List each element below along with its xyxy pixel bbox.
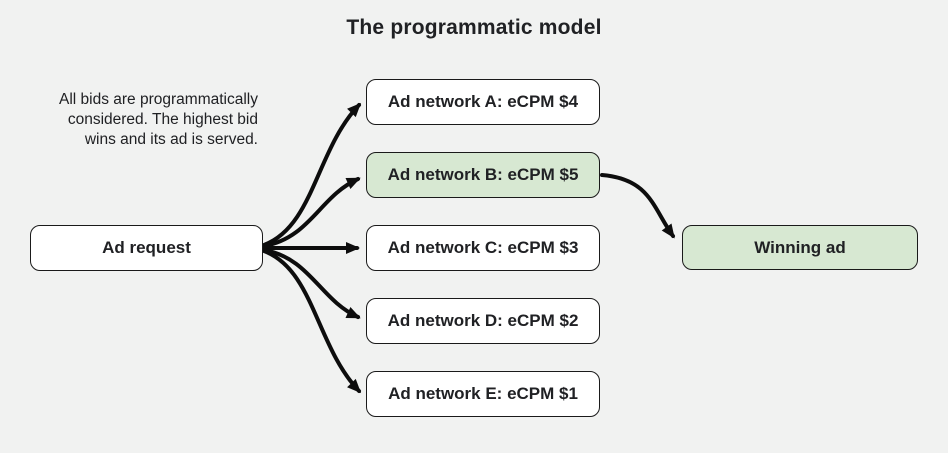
node-ad-network-a: Ad network A: eCPM $4 (366, 79, 600, 125)
arrow-request-to-network-b (262, 177, 361, 248)
arrow-request-to-network-a (262, 102, 362, 247)
arrow-network-b-to-winning (600, 173, 675, 239)
note-line: considered. The highest bid (67, 111, 258, 128)
arrow-request-to-network-d (262, 248, 361, 319)
diagram-title: The programmatic model (346, 16, 602, 39)
note-line: All bids are programmatically (59, 91, 258, 108)
node-winning-ad: Winning ad (682, 225, 918, 270)
node-ad-request: Ad request (30, 225, 263, 271)
note-text: All bids are programmatically considered… (14, 90, 258, 150)
note-line: wins and its ad is served. (84, 131, 258, 148)
node-ad-network-e: Ad network E: eCPM $1 (366, 371, 600, 417)
node-ad-network-c: Ad network C: eCPM $3 (366, 225, 600, 271)
arrow-request-to-network-e (262, 249, 362, 394)
node-ad-network-d: Ad network D: eCPM $2 (366, 298, 600, 344)
node-ad-network-b: Ad network B: eCPM $5 (366, 152, 600, 198)
